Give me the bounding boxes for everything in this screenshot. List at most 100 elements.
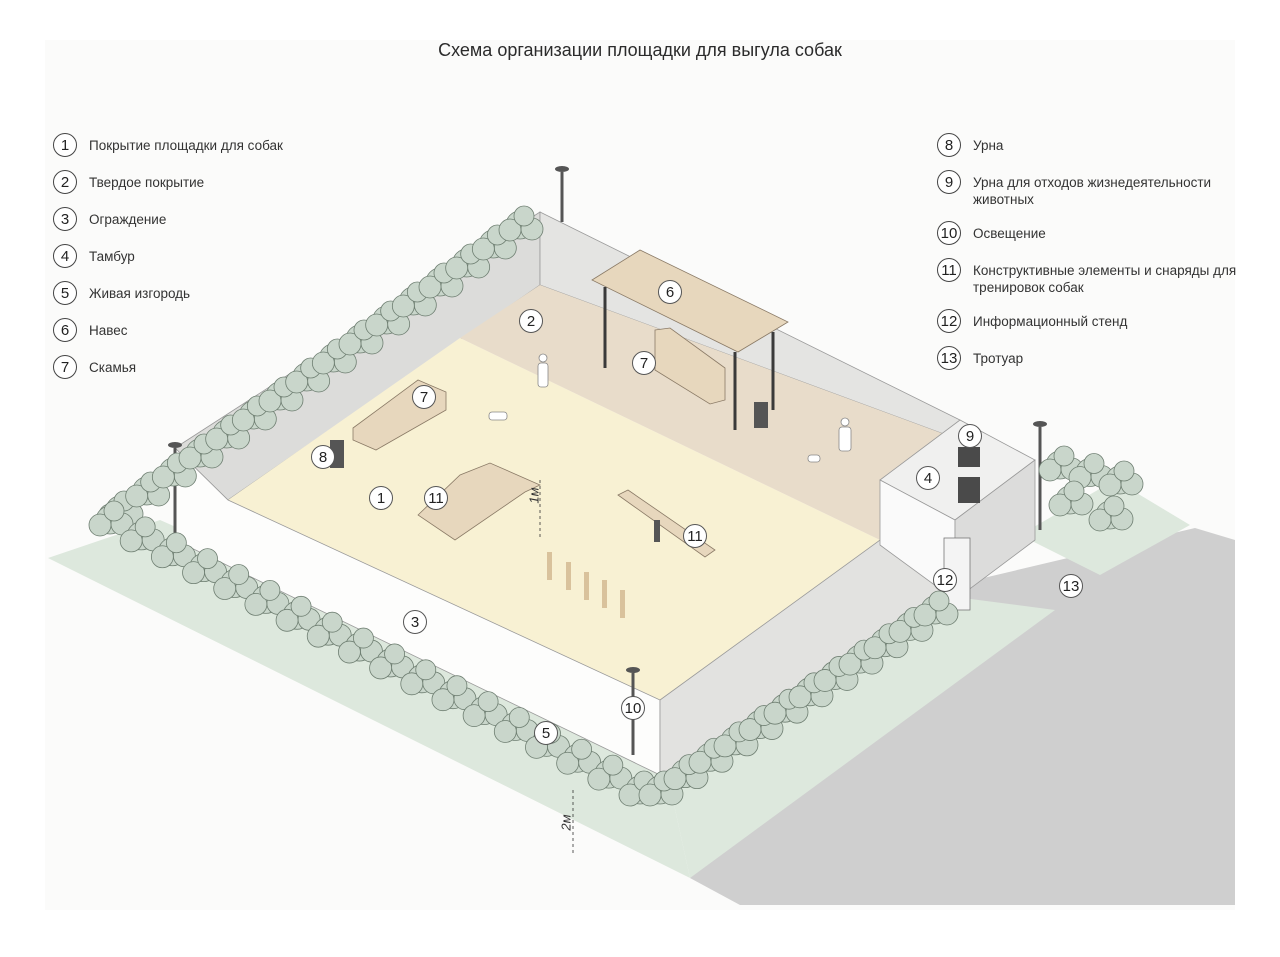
hedge-bush — [150, 532, 196, 569]
pole — [602, 580, 607, 608]
equipment-height-label: 1м — [526, 487, 542, 504]
hedge-bush — [1088, 495, 1134, 532]
legend-item: 10 Освещение — [937, 221, 1237, 245]
legend-text: Урна для отходов жизнедеятельности живот… — [973, 175, 1212, 207]
hedge-bush — [369, 643, 414, 680]
legend-number: 13 — [937, 346, 961, 370]
legend-number: 8 — [937, 133, 961, 157]
legend-item: 13 Тротуар — [937, 346, 1237, 370]
legend-number: 9 — [937, 170, 961, 194]
legend-text: Освещение — [973, 226, 1046, 241]
hedge-bush — [275, 595, 321, 632]
legend-number: 11 — [937, 258, 961, 282]
hard-surface — [460, 285, 960, 540]
legend-text: Ограждение — [89, 212, 167, 227]
legend-number: 7 — [53, 355, 77, 379]
legend-left: 1 Покрытие площадки для собак 2 Твердое пок… — [53, 133, 283, 392]
hedge-bush — [119, 516, 165, 553]
callout-tag: 1 — [369, 486, 393, 510]
pole — [584, 572, 589, 600]
legend-item: 5 Живая изгородь — [53, 281, 283, 305]
hedge-bush — [462, 691, 508, 727]
legend-item: 6 Навес — [53, 318, 283, 342]
callout-tag: 7 — [632, 351, 656, 375]
callout-tag: 7 — [412, 385, 436, 409]
bench-canopy — [654, 327, 726, 405]
hedge-bush — [431, 675, 477, 712]
lamp-head — [555, 166, 569, 172]
waste-bin-9a — [958, 447, 980, 467]
legend-text: Живая изгородь — [89, 286, 191, 301]
hedge-group — [88, 205, 1144, 807]
legend-text: Информационный стенд — [973, 314, 1128, 329]
hedge-bush — [445, 243, 491, 280]
legend-item: 4 Тамбур — [53, 244, 283, 268]
legend-text: Конструктивные элементы и снаряды для тр… — [973, 263, 1237, 295]
legend-text: Урна — [973, 138, 1004, 153]
lamp-head — [1033, 421, 1047, 427]
legend-number: 2 — [53, 170, 77, 194]
hedge-bush — [913, 590, 959, 627]
legend-number: 5 — [53, 281, 77, 305]
callout-tag: 10 — [621, 696, 645, 720]
legend-item: 1 Покрытие площадки для собак — [53, 133, 283, 157]
hedge-bush — [244, 580, 290, 616]
legend-item: 11 Конструктивные элементы и снаряды для … — [937, 258, 1237, 296]
legend-item: 2 Твердое покрытие — [53, 170, 283, 194]
hedge-bush — [285, 357, 331, 394]
callout-tag: 8 — [311, 445, 335, 469]
hedge-bush — [587, 754, 633, 791]
hedge-bush — [125, 471, 171, 508]
legend-text: Тамбур — [89, 249, 135, 264]
callout-tag: 11 — [424, 486, 448, 510]
legend-right: 8 Урна 9 Урна для отходов жизнедеятельности… — [937, 133, 1237, 383]
legend-number: 1 — [53, 133, 77, 157]
hedge-bush — [306, 611, 352, 648]
legend-text: Тротуар — [973, 351, 1024, 366]
lamp-head — [626, 667, 640, 673]
hedge-bush — [311, 338, 357, 375]
callout-tag: 9 — [958, 424, 982, 448]
callout-tag: 2 — [519, 309, 543, 333]
hedge-bush — [88, 500, 134, 537]
hedge-bush — [365, 300, 411, 337]
callout-tag: 4 — [916, 466, 940, 490]
callout-tag: 6 — [658, 280, 682, 304]
callout-tag: 3 — [403, 610, 427, 634]
hedge-bush — [1068, 453, 1114, 489]
ramp — [417, 462, 541, 541]
legend-number: 12 — [937, 309, 961, 333]
callout-tag: 12 — [933, 568, 957, 592]
callout-tag: 13 — [1059, 574, 1083, 598]
pole — [620, 590, 625, 618]
waste-bin-9b — [958, 477, 980, 503]
lawn-right — [660, 595, 1055, 878]
hedge-bush — [338, 627, 383, 664]
legend-item: 7 Скамья — [53, 355, 283, 379]
sidewalk — [690, 528, 1235, 905]
pole — [566, 562, 571, 590]
legend-number: 4 — [53, 244, 77, 268]
hedge-bush — [1038, 445, 1084, 482]
hedge-bush — [418, 262, 464, 299]
fence-height-label: 2м — [558, 814, 574, 831]
hedge-bush — [498, 205, 544, 242]
hedge-bush — [400, 659, 446, 696]
legend-text: Навес — [89, 323, 128, 338]
hedge-bush — [556, 738, 602, 775]
legend-text: Твердое покрытие — [89, 175, 205, 190]
bin-canopy — [754, 402, 768, 428]
legend-number: 10 — [937, 221, 961, 245]
hedge-bush — [493, 707, 539, 743]
legend-item: 12 Информационный стенд — [937, 309, 1237, 333]
hedge-bush — [213, 564, 259, 600]
legend-text: Покрытие площадки для собак — [89, 138, 283, 153]
lamp-head — [168, 442, 182, 448]
canopy-roof — [591, 249, 789, 353]
legend-number: 6 — [53, 318, 77, 342]
legend-item: 8 Урна — [937, 133, 1237, 157]
hedge-bush — [182, 548, 227, 585]
hedge-bush — [1048, 480, 1094, 517]
legend-text: Скамья — [89, 360, 137, 375]
person-silhouette — [537, 353, 852, 452]
